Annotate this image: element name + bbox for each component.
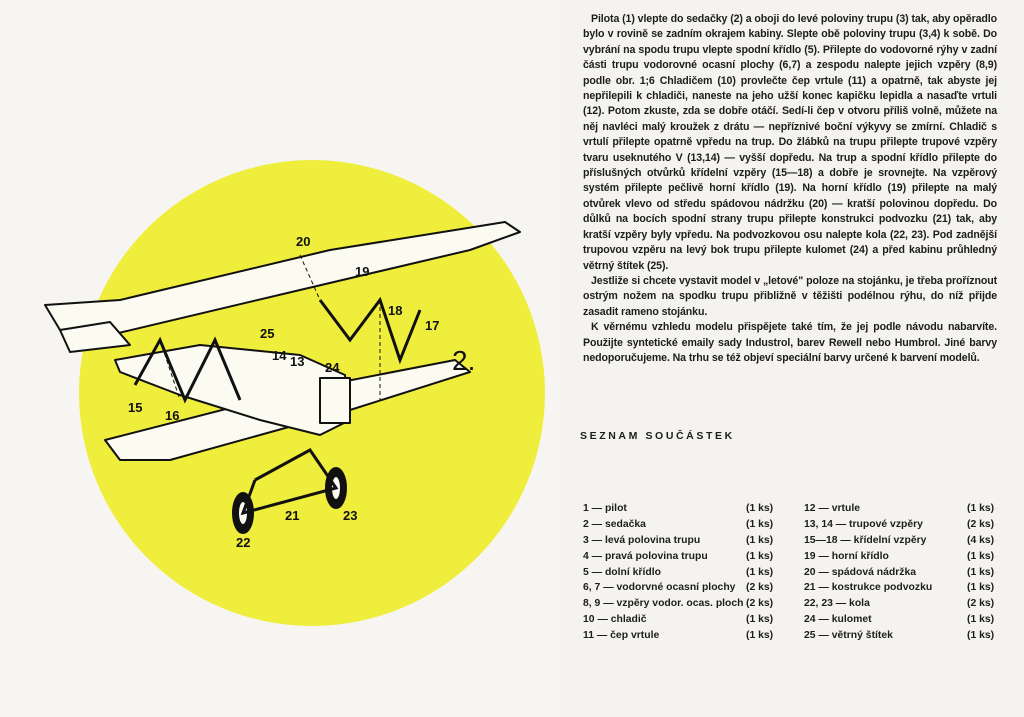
parts-list-title: SEZNAM SOUČÁSTEK (580, 430, 735, 442)
part-row: 24 — kulomet (1 ks) (804, 612, 1004, 628)
part-qty: (1 ks) (746, 534, 774, 546)
part-qty: (1 ks) (746, 503, 774, 514)
part-row: 2 — sedačka (1 ks) (583, 517, 783, 533)
part-qty: (1 ks) (967, 582, 995, 594)
figure-number: 2. (452, 345, 475, 376)
part-qty: (1 ks) (967, 614, 995, 626)
part-row: 1 — pilot (1 ks) (583, 501, 783, 517)
part-name: 25 — větrný štítek (804, 630, 893, 642)
part-name: 3 — levá polovina trupu (583, 534, 701, 546)
label-24: 24 (325, 360, 340, 375)
part-qty: (1 ks) (967, 566, 995, 578)
part-name: 4 — pravá polovina trupu (583, 550, 708, 562)
label-20: 20 (296, 234, 310, 249)
label-21: 21 (285, 508, 299, 523)
label-14: 14 (272, 348, 287, 363)
part-qty: (2 ks) (967, 518, 995, 530)
part-name: 24 — kulomet (804, 614, 872, 626)
assembly-instructions: Pilota (1) vlepte do sedačky (2) a oboji… (583, 12, 997, 366)
part-row: 3 — levá polovina trupu (1 ks) (583, 533, 783, 549)
instructions-paragraph: Pilota (1) vlepte do sedačky (2) a oboji… (583, 13, 997, 272)
part-qty: (1 ks) (967, 630, 995, 642)
instructions-paragraph: Jestliže si chcete vystavit model v „let… (583, 274, 997, 318)
part-name: 15—18 — křídelní vzpěry (804, 534, 927, 546)
part-qty: (1 ks) (967, 550, 995, 562)
part-qty: (2 ks) (967, 598, 995, 610)
label-15: 15 (128, 400, 142, 415)
part-row: 6, 7 — vodorvné ocasní plochy (2 ks) (583, 580, 783, 596)
part-name: 1 — pilot (583, 503, 627, 514)
fuselage (114, 344, 351, 436)
parts-list-right: 12 — vrtule (1 ks) 13, 14 — trupové vzpěr… (804, 501, 1004, 644)
part-qty: (4 ks) (967, 534, 995, 546)
part-qty: (1 ks) (967, 503, 995, 514)
label-22: 22 (236, 535, 250, 550)
assembly-diagram: 20 19 18 17 25 14 13 24 15 16 21 23 22 2… (44, 160, 545, 626)
part-row: 12 — vrtule (1 ks) (804, 501, 1004, 517)
part-row: 11 — čep vrtule (1 ks) (583, 628, 783, 644)
part-name: 2 — sedačka (583, 518, 646, 530)
part-name: 22, 23 — kola (804, 598, 870, 610)
part-name: 19 — horní křídlo (804, 550, 889, 562)
label-13: 13 (290, 354, 304, 369)
part-qty: (2 ks) (746, 582, 774, 594)
part-name: 6, 7 — vodorvné ocasní plochy (583, 582, 736, 594)
part-name: 21 — kostrukce podvozku (804, 582, 933, 594)
part-name: 13, 14 — trupové vzpěry (804, 518, 923, 530)
part-row: 8, 9 — vzpěry vodor. ocas. ploch(2 ks) (583, 596, 783, 612)
part-row: 4 — pravá polovina trupu (1 ks) (583, 549, 783, 565)
part-name: 20 — spádová nádržka (804, 566, 917, 578)
part-qty: (1 ks) (746, 630, 774, 642)
part-row: 13, 14 — trupové vzpěry (2 ks) (804, 517, 1004, 533)
part-row: 22, 23 — kola (2 ks) (804, 596, 1004, 612)
part-row: 5 — dolní křídlo (1 ks) (583, 565, 783, 581)
tail (59, 321, 131, 353)
label-16: 16 (165, 408, 179, 423)
part-row: 15—18 — křídelní vzpěry (4 ks) (804, 533, 1004, 549)
part-qty: (1 ks) (746, 566, 774, 578)
parts-list-left: 1 — pilot (1 ks) 2 — sedačka (1 ks) 3 — le… (583, 501, 783, 644)
part-row: 21 — kostrukce podvozku (1 ks) (804, 580, 1004, 596)
part-name: 12 — vrtule (804, 503, 861, 514)
part-row: 10 — chladič (1 ks) (583, 612, 783, 628)
part-qty: (1 ks) (746, 518, 774, 530)
part-name: 10 — chladič (583, 614, 647, 626)
instructions-paragraph: K věrnému vzhledu modelu přispějete také… (583, 321, 997, 364)
part-qty: (2 ks) (746, 598, 774, 610)
part-qty: (1 ks) (746, 550, 774, 562)
label-25: 25 (260, 326, 274, 341)
part-name: 5 — dolní křídlo (583, 566, 661, 578)
part-name: 11 — čep vrtule (583, 630, 660, 642)
part-row: 20 — spádová nádržka (1 ks) (804, 565, 1004, 581)
label-23: 23 (343, 508, 357, 523)
radiator (319, 377, 351, 424)
label-19: 19 (355, 264, 369, 279)
part-name: 8, 9 — vzpěry vodor. ocas. ploch (583, 598, 744, 610)
part-row: 25 — větrný štítek (1 ks) (804, 628, 1004, 644)
label-17: 17 (425, 318, 439, 333)
label-18: 18 (388, 303, 402, 318)
part-row: 19 — horní křídlo (1 ks) (804, 549, 1004, 565)
part-qty: (1 ks) (746, 614, 774, 626)
